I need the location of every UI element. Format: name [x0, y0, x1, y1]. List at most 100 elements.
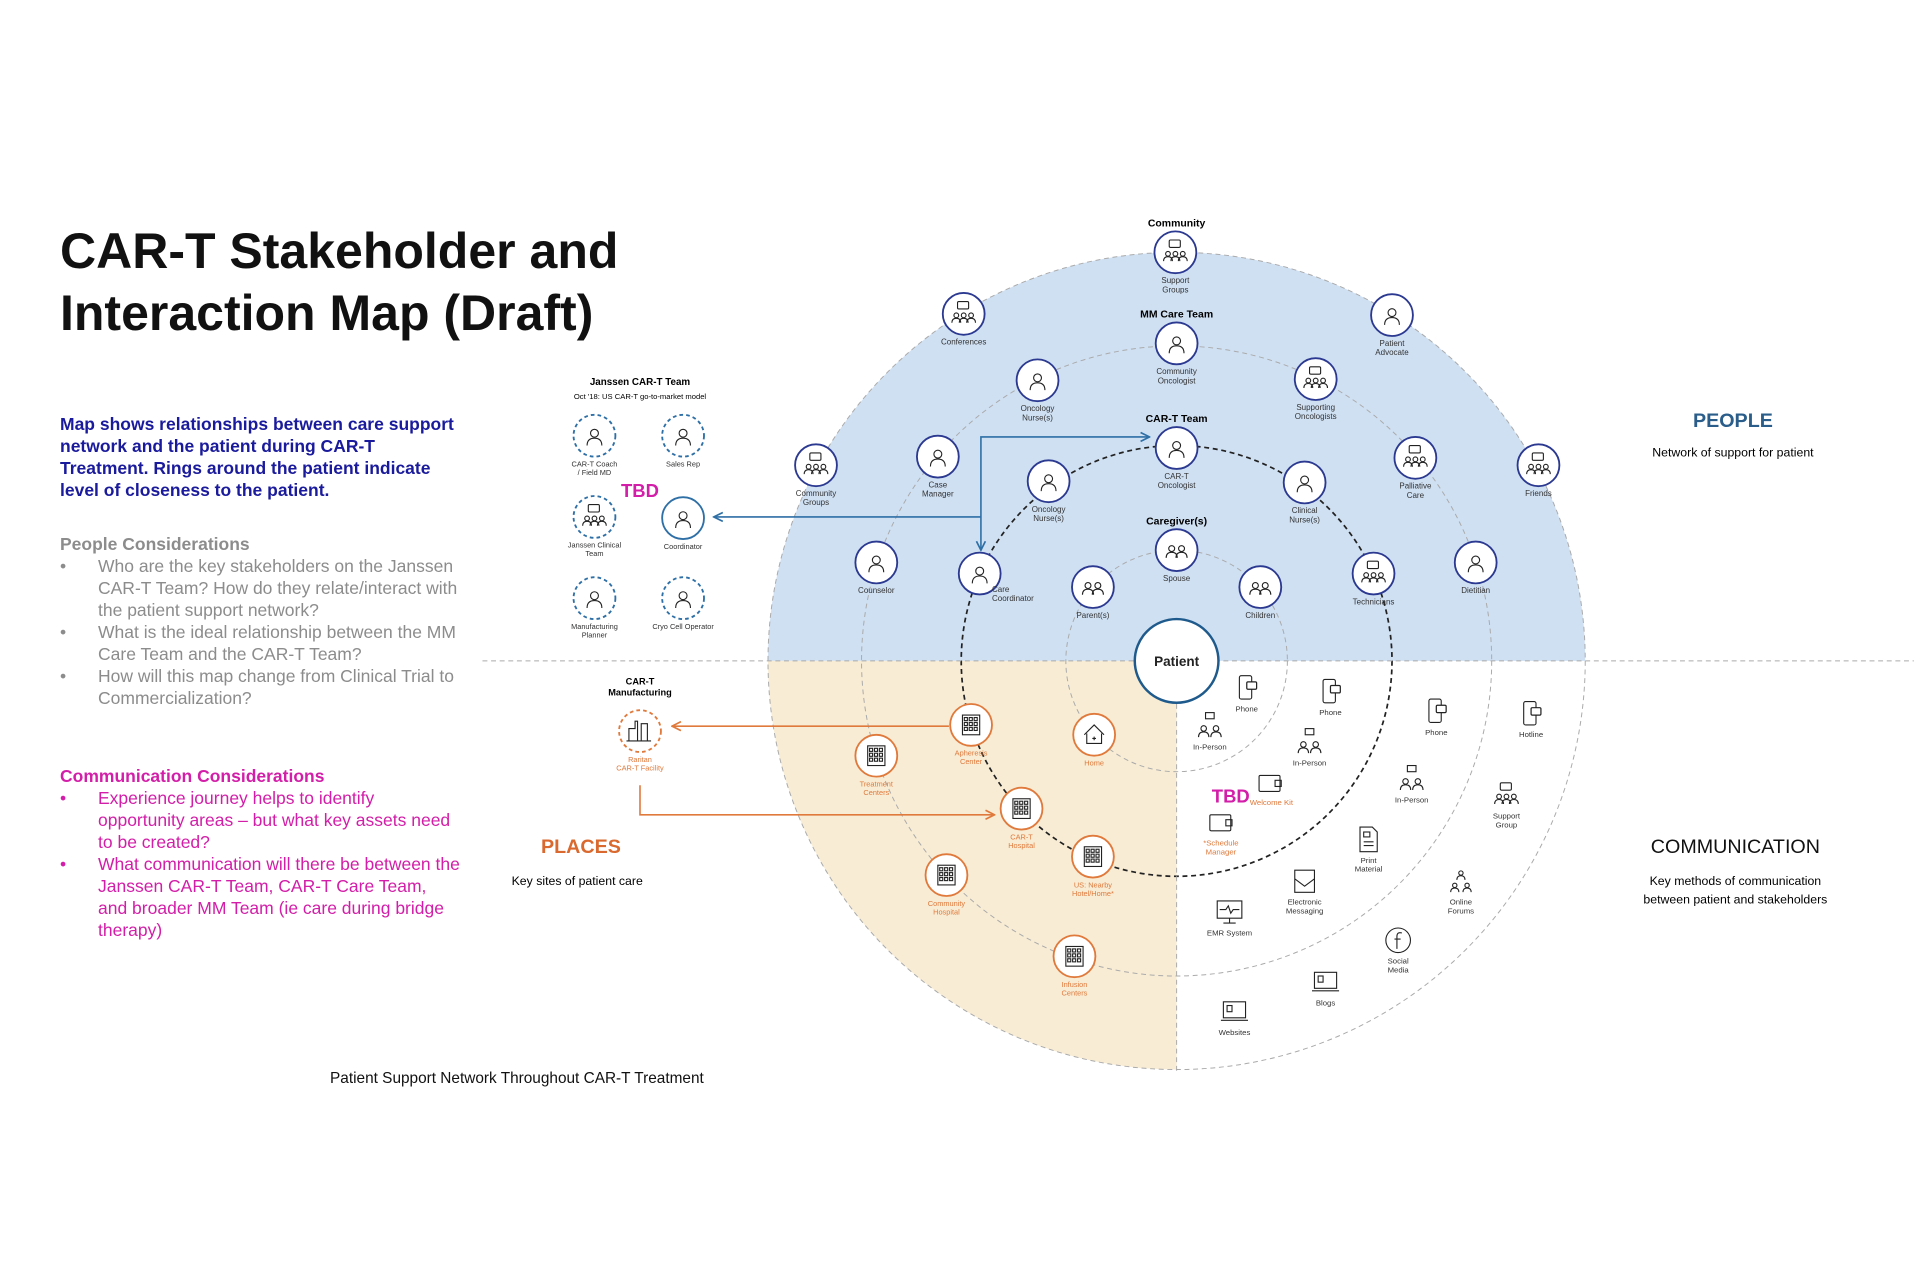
node-label: EMR System	[1207, 928, 1252, 937]
laptop-icon	[1220, 1001, 1248, 1021]
node-circle	[1154, 426, 1199, 470]
node-label: Coordinator	[664, 542, 703, 551]
group-icon	[1494, 782, 1519, 804]
communication-node[interactable]: Phone	[1319, 678, 1342, 717]
node-circle	[1071, 834, 1115, 879]
person-icon	[1168, 336, 1185, 354]
communication-node[interactable]: In-Person	[1193, 712, 1227, 752]
ring-label-mm-care-team: MM Care Team	[1140, 310, 1213, 321]
places-subtitle: Key sites of patient care	[512, 874, 643, 888]
person-icon	[675, 511, 692, 529]
node-label: Technicians	[1353, 597, 1395, 606]
node-circle	[572, 576, 617, 620]
group-icon	[1303, 366, 1329, 388]
janssen-team-subtitle: Oct '18: US CAR-T go-to-market model	[574, 392, 707, 401]
people-node[interactable]: Conferences	[941, 292, 986, 347]
node-circle	[1393, 436, 1438, 480]
node-circle	[854, 733, 899, 778]
people-node[interactable]: Children	[1238, 565, 1283, 620]
facebook-icon	[1385, 927, 1412, 954]
inperson-icon	[1297, 728, 1322, 754]
node-circle	[1052, 934, 1097, 979]
communication-node[interactable]: Blogs	[1312, 971, 1340, 1008]
node-circle	[572, 413, 617, 458]
node-circle	[1282, 460, 1327, 505]
node-label: In-Person	[1193, 743, 1227, 752]
people-node[interactable]: Parent(s)	[1071, 565, 1115, 620]
communication-node[interactable]: Phone	[1425, 698, 1448, 737]
kit-icon	[1209, 814, 1233, 832]
group-icon	[1403, 444, 1428, 467]
node-circle	[618, 709, 662, 753]
pair-icon	[1249, 582, 1272, 595]
node-circle	[957, 551, 1002, 596]
building-icon	[867, 745, 886, 767]
communication-node[interactable]: Welcome Kit	[1250, 774, 1294, 807]
janssen-team-member[interactable]: Sales Rep	[661, 413, 705, 469]
communication-tbd: TBD	[1212, 785, 1250, 806]
communication-node[interactable]: Phone	[1236, 675, 1258, 714]
node-circle	[794, 443, 838, 488]
janssen-team-member[interactable]: Cryo Cell Operator	[652, 576, 714, 631]
patient-label: Patient	[1154, 654, 1200, 669]
building-icon	[961, 714, 981, 736]
people-consideration-item: What is the ideal relationship between t…	[60, 621, 460, 665]
janssen-team-member[interactable]: Coordinator	[661, 496, 705, 551]
place-node[interactable]: Home	[1072, 712, 1116, 768]
node-label: In-Person	[1293, 759, 1327, 768]
communication-node[interactable]: In-Person	[1395, 764, 1429, 805]
people-node[interactable]: Friends	[1516, 443, 1561, 498]
people-node[interactable]: Spouse	[1154, 528, 1199, 583]
communication-node[interactable]: Hotline	[1519, 700, 1543, 740]
node-circle	[661, 576, 705, 620]
janssen-team-member[interactable]: CAR-T Coach/ Field MD	[572, 413, 618, 477]
node-label: Phone	[1425, 728, 1447, 737]
title-line-2: Interaction Map (Draft)	[60, 285, 594, 341]
node-label: Websites	[1219, 1028, 1251, 1037]
communication-node[interactable]: EMR System	[1207, 900, 1252, 937]
inperson-icon	[1399, 764, 1424, 791]
building-icon	[1012, 798, 1031, 820]
people-node[interactable]: Dietitian	[1453, 540, 1498, 596]
communication-node[interactable]: Websites	[1219, 1001, 1251, 1037]
communication-node[interactable]: In-Person	[1293, 728, 1327, 768]
node-circle	[1370, 293, 1414, 337]
people-node[interactable]: Technicians	[1351, 551, 1396, 607]
people-node[interactable]: Counselor	[854, 540, 899, 596]
janssen-tbd: TBD	[621, 480, 659, 501]
